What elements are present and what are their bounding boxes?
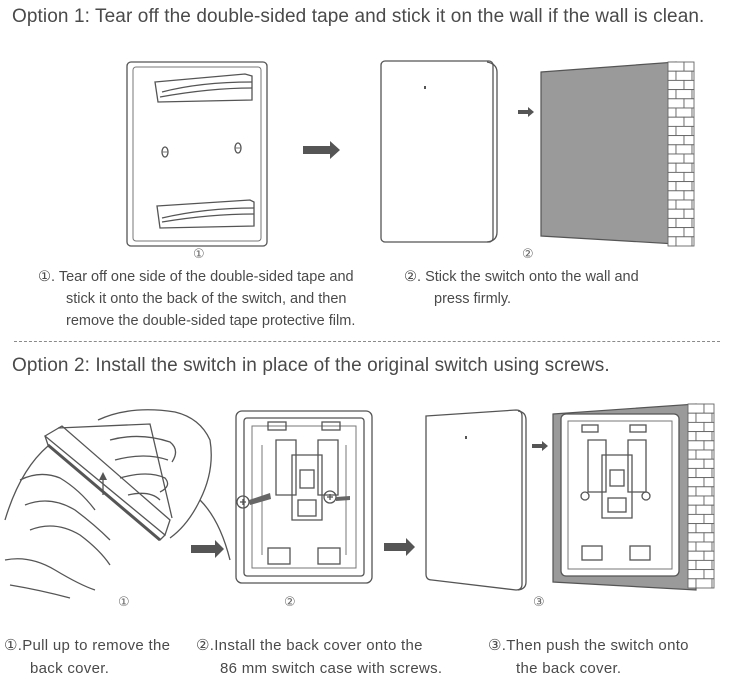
- caption-marker: ②.: [404, 269, 422, 285]
- option2-heading: Option 2: Install the switch in place of…: [12, 355, 610, 376]
- brick: [703, 569, 715, 580]
- brick: [711, 449, 715, 460]
- brick: [687, 449, 697, 460]
- caption-marker: ①.: [4, 637, 23, 654]
- brick: [695, 467, 713, 479]
- brick: [687, 523, 697, 534]
- brick: [711, 559, 715, 571]
- brick: [695, 431, 713, 442]
- brick: [695, 412, 713, 423]
- brick: [687, 421, 705, 433]
- brick: [695, 449, 713, 460]
- option2-step3-caption: ③.Then push the switch onto the back cov…: [488, 637, 689, 677]
- brick: [711, 504, 715, 515]
- brick: [687, 458, 705, 469]
- brick: [703, 421, 715, 433]
- brick: [687, 467, 697, 479]
- brick: [687, 440, 705, 451]
- brick: [703, 495, 715, 506]
- caption-marker: ②.: [196, 637, 215, 654]
- brick: [703, 532, 715, 543]
- brick: [687, 495, 705, 506]
- brick: [687, 532, 705, 543]
- option1-step2-marker: ②: [522, 246, 534, 261]
- brick: [711, 412, 715, 423]
- brick: [687, 431, 697, 442]
- option2-step2-marker: ②: [284, 594, 296, 609]
- brick: [687, 412, 697, 423]
- brick: [691, 236, 695, 247]
- brick: [703, 550, 715, 561]
- brick: [687, 477, 705, 488]
- brick: [687, 578, 697, 589]
- brick: [695, 486, 713, 497]
- brick: [711, 486, 715, 497]
- brick: [687, 403, 705, 414]
- brick: [687, 569, 705, 580]
- brick: [695, 504, 713, 515]
- brick: [687, 550, 705, 561]
- brick: [695, 523, 713, 534]
- brick: [711, 431, 715, 442]
- option1-step1-marker: ①: [193, 246, 205, 261]
- option1-step1-caption: ①. Tear off one side of the double-sided…: [38, 269, 356, 329]
- brick: [687, 504, 697, 515]
- brick: [695, 559, 713, 571]
- brick: [703, 403, 715, 414]
- brick: [687, 486, 697, 497]
- brick: [703, 440, 715, 451]
- brick: [703, 458, 715, 469]
- brick-wall-edge: [667, 61, 695, 247]
- brick: [695, 578, 713, 589]
- caption-marker: ①.: [38, 269, 56, 285]
- brick: [703, 477, 715, 488]
- brick: [687, 513, 705, 525]
- option1-step2-caption: ②. Stick the switch onto the wall and pr…: [404, 269, 639, 307]
- option1-heading: Option 1: Tear off the double-sided tape…: [12, 6, 705, 27]
- brick: [687, 541, 697, 552]
- brick: [711, 541, 715, 552]
- brick: [711, 467, 715, 479]
- section-divider: [14, 341, 720, 342]
- brick-wall-edge: [687, 403, 715, 589]
- option2-step1-marker: ①: [118, 594, 130, 609]
- brick: [687, 559, 697, 571]
- option2-step2-caption: ②.Install the back cover onto the 86 mm …: [196, 637, 443, 677]
- brick: [711, 523, 715, 534]
- brick: [703, 513, 715, 525]
- option2-step1-caption: ①.Pull up to remove the back cover.: [4, 637, 171, 677]
- caption-marker: ③.: [488, 637, 507, 654]
- brick: [711, 578, 715, 589]
- option2-step3-marker: ③: [533, 594, 545, 609]
- brick: [695, 541, 713, 552]
